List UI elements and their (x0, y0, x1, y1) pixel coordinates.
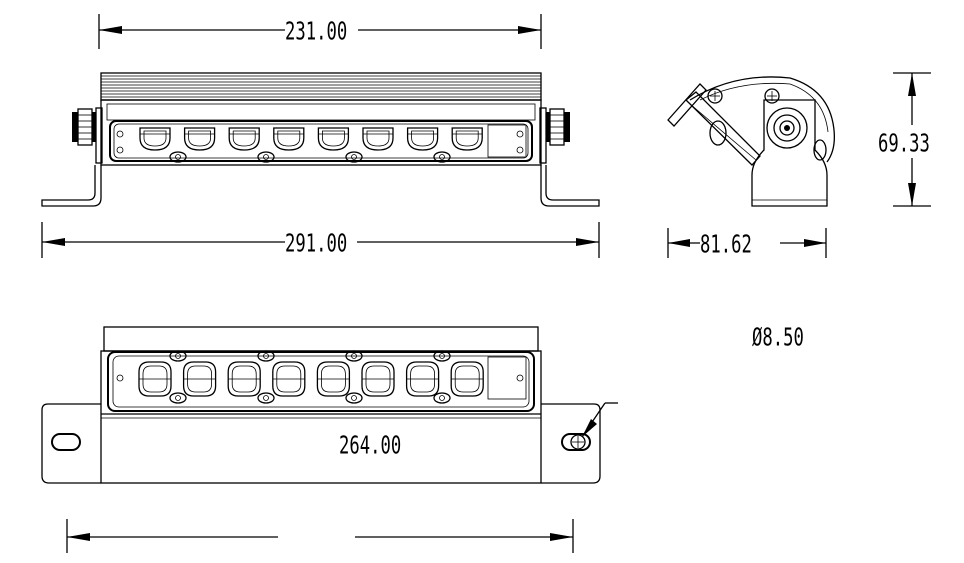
front-lens (317, 127, 350, 151)
left-slot (51, 433, 81, 451)
plan-lens (405, 361, 440, 397)
front-lens (406, 127, 439, 151)
plan-screw (433, 392, 451, 404)
pivot-knob (766, 107, 808, 149)
dimension-text-231: 231.00 (285, 17, 347, 46)
front-screw (433, 151, 451, 163)
plan-lens (182, 361, 217, 397)
plan-lens (450, 361, 484, 397)
dimension-text-81: 81.62 (700, 230, 752, 259)
left-connector (72, 108, 96, 146)
front-screw (257, 151, 275, 163)
plan-lens-window (107, 351, 535, 412)
front-screw (169, 151, 187, 163)
dimension-hole-diameter: Ø8.50 (581, 323, 804, 438)
plan-screw (257, 392, 275, 404)
side-view (667, 76, 835, 207)
front-lens (228, 127, 260, 151)
dimension-text-69: 69.33 (878, 129, 930, 158)
dimension-text-291: 291.00 (285, 229, 347, 258)
dimension-top-width: 231.00 (98, 14, 542, 49)
side-screw-right (764, 88, 780, 104)
plan-lens (272, 361, 306, 397)
right-mounting-foot (540, 165, 600, 207)
side-screw-left (707, 88, 723, 104)
light-bar-body (100, 99, 542, 166)
front-view (41, 72, 600, 207)
dimension-overall-width: 291.00 (41, 222, 600, 258)
left-mounting-plate (41, 403, 101, 484)
lens-window (109, 120, 533, 162)
dimension-side-height: 69.33 (878, 72, 931, 207)
dimension-text-hole: Ø8.50 (752, 323, 804, 352)
hole-marker (570, 434, 586, 450)
front-screw (345, 151, 363, 163)
plan-screw (345, 350, 363, 362)
side-housing (689, 76, 835, 163)
plan-screw (345, 392, 363, 404)
plan-lens (316, 361, 351, 397)
dimension-hole-spacing: 264.00 (66, 431, 574, 553)
dimension-text-264: 264.00 (339, 431, 401, 460)
plan-screw (433, 350, 451, 362)
right-slot (561, 433, 591, 451)
front-lens (183, 127, 216, 151)
plan-view (41, 326, 601, 484)
right-mounting-plate (541, 403, 601, 484)
front-lens (273, 127, 305, 151)
plan-lens (361, 361, 395, 397)
plan-screw (169, 350, 187, 362)
heatsink-fins (100, 72, 542, 101)
plan-screw (169, 392, 187, 404)
right-connector (546, 108, 570, 146)
plan-lens (227, 361, 261, 397)
front-lens (139, 127, 171, 151)
front-lens (451, 127, 483, 151)
left-mounting-foot (41, 165, 102, 207)
front-lens (362, 127, 394, 151)
plan-screw (257, 350, 275, 362)
dimension-side-width: 81.62 (667, 228, 827, 259)
front-lenses (139, 127, 483, 163)
plan-lens (138, 361, 172, 397)
plan-lenses (138, 350, 484, 404)
